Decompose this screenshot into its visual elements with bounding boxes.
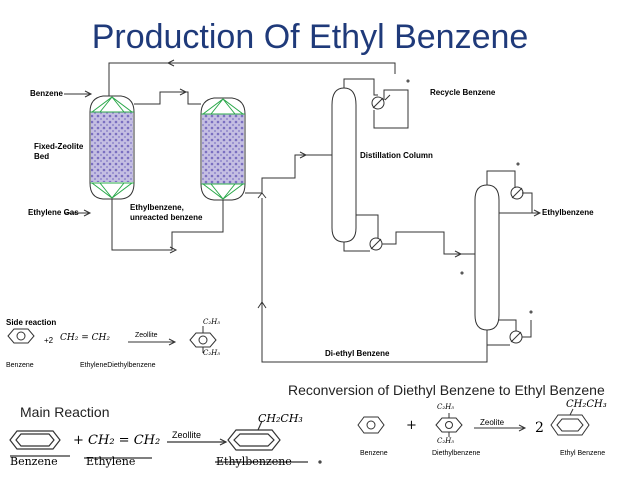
reactor-1 [89,95,135,200]
main-ethylene: CH₂ = CH₂ [88,433,161,448]
diethyl-benzene-label: Di-ethyl Benzene [325,349,390,358]
side-reaction-heading: Side reaction [6,318,57,327]
recon-sub-bottom: C₂H₅ [437,437,455,445]
piping [64,59,542,363]
main-catalyst: Zeollite [172,430,202,440]
reconversion-structures [357,408,590,437]
reactor-2 [200,97,246,201]
distillation-column-1 [331,87,357,243]
recon-ethylbenzene-label: Ethyl Benzene [560,450,606,457]
recon-benzene-label: Benzene [360,450,388,457]
recon-coefficient: 2 [535,420,544,436]
main-ethylene-label: Ethylene [86,455,136,468]
benzene-feed-label: Benzene [30,89,63,98]
fixed-zeolite-label: Fixed-Zeolite [34,142,84,151]
main-reaction-structures [9,420,322,464]
side-catalyst: Zeollite [135,332,158,339]
recon-product-group: CH₂CH₃ [566,399,607,410]
main-plus: + [73,433,84,448]
main-benzene-label: Benzene [10,455,58,468]
recon-catalyst: Zeolite [480,418,505,427]
recon-diethylbenzene-label: Diethylbenzene [432,450,481,457]
unreacted-benzene-label: unreacted benzene [130,213,203,222]
recycle-benzene-label: Recycle Benzene [430,88,496,97]
ethylbenzene-product-label: Ethylbenzene [542,208,594,217]
recon-sub-top: C₂H₅ [437,403,455,411]
main-reaction-caption: Main Reaction [20,404,110,420]
bed-label: Bed [34,152,50,161]
page-title: Production Of Ethyl Benzene [91,18,529,56]
side-products-label: EthyleneDiethylbenzene [80,362,156,369]
side-reaction-structures [7,326,217,353]
side-sub-top: C₂H₅ [203,318,221,326]
reconversion-caption: Reconversion of Diethyl Benzene to Ethyl… [288,382,605,398]
main-product-group: CH₂CH₃ [258,412,303,425]
side-benzene-label: Benzene [6,362,34,369]
recon-plus: + [406,418,417,433]
main-ethylene-formula: + CH₂ = CH₂ [73,433,160,448]
ethylbenzene-unreacted-label: Ethylbenzene, [130,203,184,212]
side-ethylene-formula: CH₂ = CH₂ [60,333,110,343]
main-ethylbenzene-label: Ethylbenzene [216,455,292,468]
side-sub-bottom: C₂H₅ [203,349,221,357]
side-plus2: +2 [44,336,54,345]
distillation-column-label: Distillation Column [360,151,433,160]
ethylene-gas-label: Ethylene Gas [28,208,79,217]
distillation-column-2 [474,184,500,331]
